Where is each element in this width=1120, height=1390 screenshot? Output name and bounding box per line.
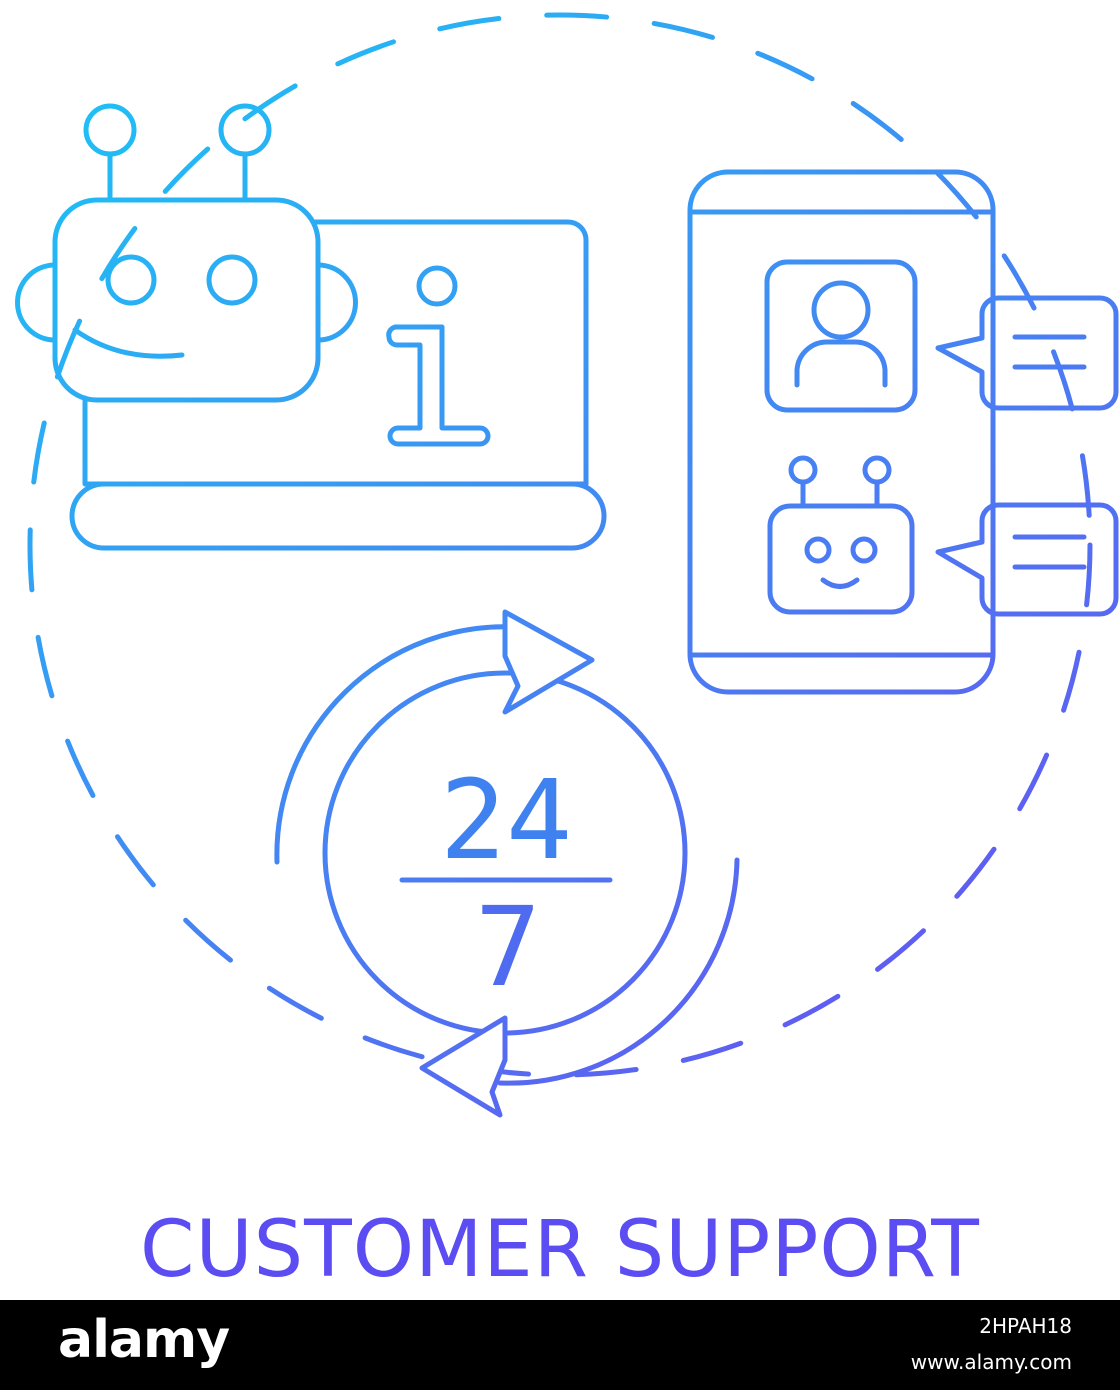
laptop-icon — [69, 219, 607, 551]
image-id: 2HPAH18 — [979, 1314, 1072, 1338]
chat-bubble-icon — [935, 295, 1119, 617]
user-avatar-icon — [764, 259, 918, 413]
brand-logo: alamy — [58, 1310, 230, 1370]
site-url: www.alamy.com — [910, 1350, 1072, 1374]
smartphone-icon — [687, 169, 996, 695]
dashed-circle-frame — [27, 12, 1093, 1078]
info-icon — [386, 265, 491, 447]
badge-top-text: 24 — [440, 756, 572, 884]
refresh-arrows-icon — [274, 609, 740, 1118]
badge-bottom-text: 7 — [475, 883, 541, 1011]
watermark-footer: alamy 2HPAH18 www.alamy.com — [0, 1300, 1120, 1390]
caption-title: CUSTOMER SUPPORT — [140, 1205, 980, 1295]
customer-support-illustration: 24 7 — [15, 12, 1119, 1118]
chatbot-icon — [15, 103, 358, 403]
mini-robot-icon — [767, 455, 915, 615]
